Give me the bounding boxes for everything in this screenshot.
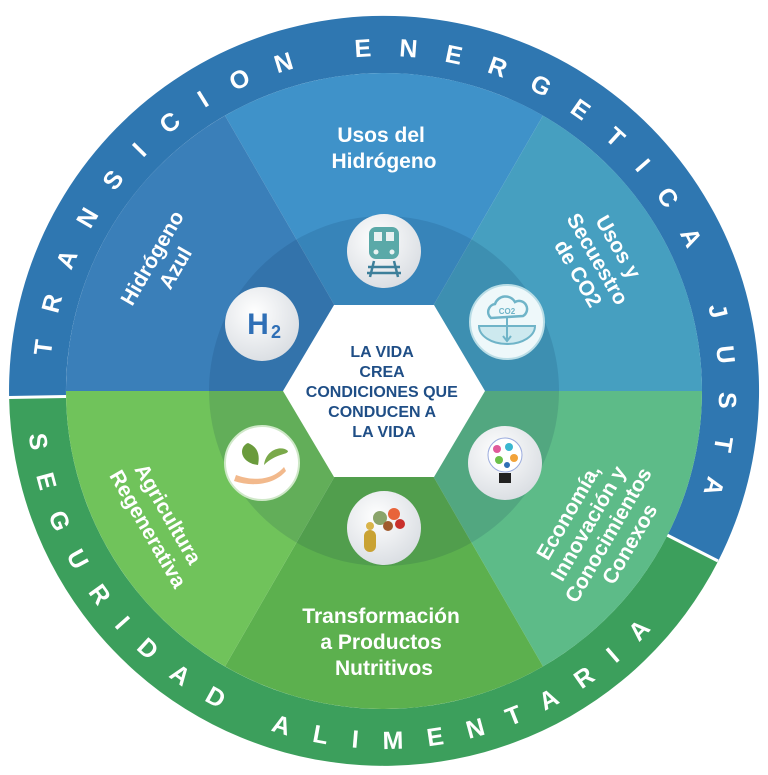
segment-agricultura[interactable] bbox=[66, 391, 384, 667]
ring-divider-left bbox=[8, 395, 67, 399]
svg-text:2: 2 bbox=[271, 322, 281, 342]
label-usos-hidrogeno: Usos del Hidrógeno bbox=[332, 124, 437, 173]
segment-hidrogeno-azul[interactable] bbox=[66, 115, 384, 391]
svg-text:H: H bbox=[247, 308, 269, 341]
co2-capture-icon: CO2 bbox=[469, 284, 545, 360]
center-hexagon bbox=[283, 305, 485, 477]
center-text: LA VIDA CREA CONDICIONES QUE CONDUCEN A … bbox=[306, 344, 462, 441]
idea-bulb-icon bbox=[468, 426, 542, 500]
segment-usos-secuestro-co2[interactable] bbox=[384, 115, 702, 391]
ring-green bbox=[9, 396, 719, 766]
svg-text:CO2: CO2 bbox=[499, 307, 516, 316]
train-icon bbox=[347, 214, 421, 288]
label-transformacion: Transformación a Productos Nutritivos bbox=[302, 605, 465, 680]
leaves-in-hand-icon bbox=[224, 425, 300, 501]
segment-economia-innovacion[interactable] bbox=[384, 391, 702, 667]
ring-blue bbox=[9, 15, 760, 562]
ring-divider-right bbox=[666, 533, 719, 563]
food-supplements-icon bbox=[347, 491, 421, 565]
h2-icon: H 2 bbox=[225, 287, 299, 361]
